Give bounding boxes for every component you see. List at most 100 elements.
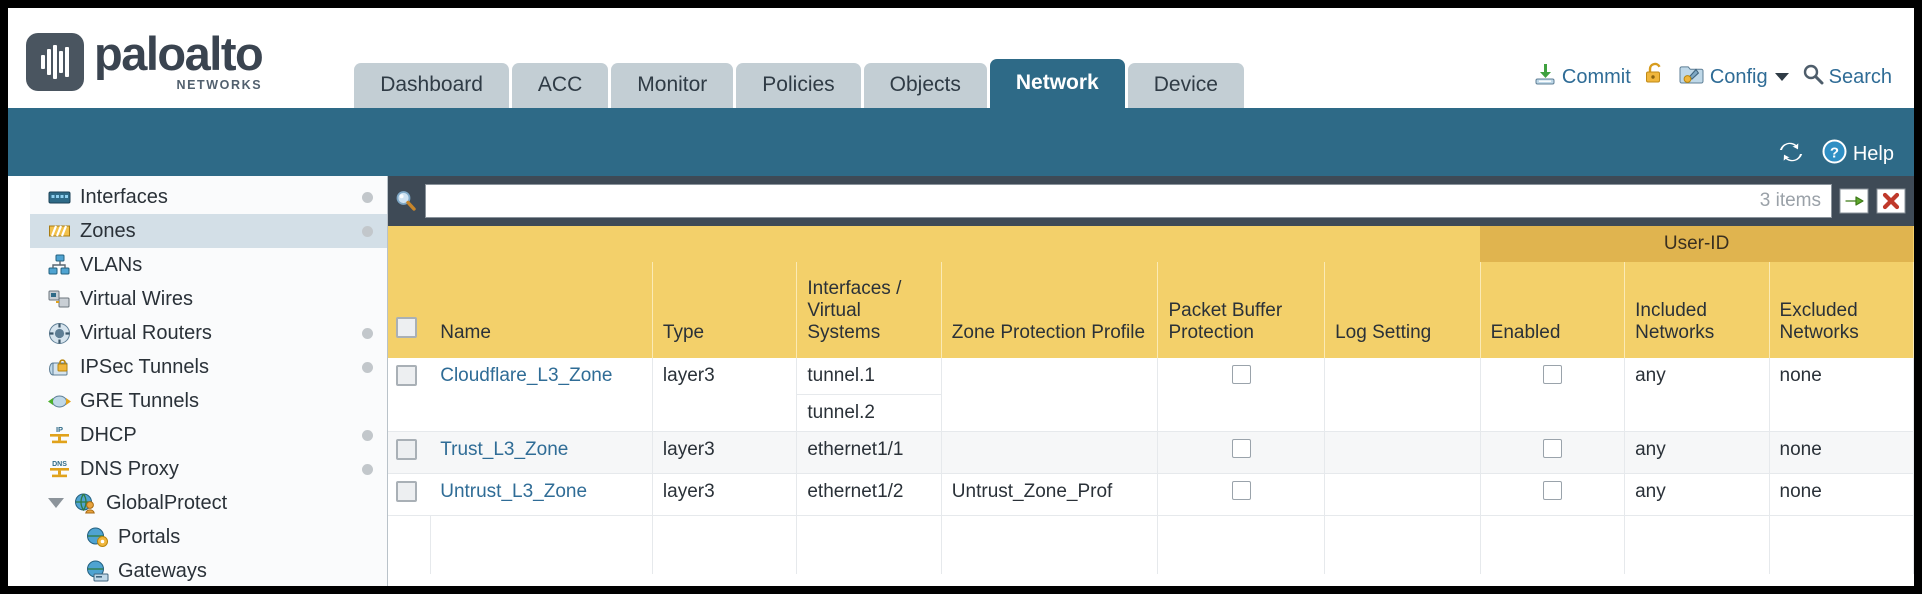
sidebar-item-status-dot [362,225,373,237]
filter-bar: 3 items [388,176,1914,226]
search-label: Search [1828,65,1892,88]
sidebar-item-status-dot [362,429,373,441]
search-magnifier-icon [1802,63,1824,91]
sidebar-item-label: GRE Tunnels [80,389,199,412]
commit-save-icon [1533,62,1557,92]
cell-interfaces: ethernet1/2 [796,473,942,516]
userid-enabled-checkbox[interactable] [1542,365,1562,384]
sidebar-item-dns-proxy[interactable]: DNS DNS Proxy [30,452,387,486]
help-label: Help [1852,143,1894,165]
row-select-checkbox[interactable] [396,365,417,386]
tab-acc[interactable]: ACC [511,62,609,108]
cell-log-setting [1324,473,1481,516]
tree-expand-caret-icon[interactable] [48,498,64,508]
select-all-checkbox[interactable] [396,317,417,338]
column-header-name[interactable]: Name [430,262,653,358]
cell-zone-protection-profile [941,431,1159,474]
tab-policies[interactable]: Policies [736,62,861,108]
chevron-down-icon [1774,73,1789,81]
tab-network[interactable]: Network [989,58,1125,108]
row-select-checkbox[interactable] [396,439,417,460]
refresh-button[interactable] [1778,140,1804,170]
config-menu[interactable]: Config [1679,62,1789,92]
commit-button[interactable]: Commit [1533,62,1631,92]
table-empty-filler [388,515,1914,574]
help-button[interactable]: ? Help [1822,139,1894,170]
vlans-icon [48,254,71,277]
userid-enabled-checkbox[interactable] [1542,439,1562,458]
sidebar-item-label: Virtual Wires [80,287,193,310]
column-header-interfaces-virtual-systems[interactable]: Interfaces / Virtual Systems [796,262,942,358]
column-header-included-networks[interactable]: Included Networks [1624,262,1770,358]
zone-name-link[interactable]: Untrust_L3_Zone [440,481,588,502]
virtual-routers-icon [48,322,71,345]
cell-name: Untrust_L3_Zone [430,473,653,516]
row-select-cell [388,358,431,432]
select-all-header-cell [388,262,431,358]
sidebar-item-interfaces[interactable]: Interfaces [30,180,387,214]
sidebar-item-globalprotect[interactable]: GlobalProtect [30,486,387,520]
zone-name-link[interactable]: Trust_L3_Zone [440,439,569,460]
zones-icon [48,220,71,243]
sidebar-item-virtual-routers[interactable]: Virtual Routers [30,316,387,350]
userid-enabled-checkbox[interactable] [1542,481,1562,500]
sidebar-item-virtual-wires[interactable]: Virtual Wires [30,282,387,316]
row-select-cell [388,473,431,516]
search-magnifier-icon[interactable] [394,189,418,213]
sidebar-item-label: DNS Proxy [80,457,179,480]
packet-buffer-protection-checkbox[interactable] [1231,365,1251,384]
sidebar-item-gateways[interactable]: Gateways [30,554,387,586]
column-header-log-setting[interactable]: Log Setting [1324,262,1481,358]
filler-cell [1624,515,1770,574]
column-header-enabled[interactable]: Enabled [1480,262,1626,358]
filler-cell [941,515,1159,574]
sidebar-item-label: GlobalProtect [106,491,228,514]
cell-excluded-networks: none [1769,358,1914,432]
config-label: Config [1709,65,1768,88]
tab-monitor[interactable]: Monitor [611,62,734,108]
packet-buffer-protection-checkbox[interactable] [1231,481,1251,500]
padlock-button[interactable] [1644,62,1666,92]
tab-objects[interactable]: Objects [863,62,987,108]
sidebar-item-zones[interactable]: Zones [30,214,387,248]
filler-cell [1157,515,1326,574]
filter-input[interactable]: 3 items [425,184,1832,218]
column-header-zone-protection-profile[interactable]: Zone Protection Profile [941,262,1159,358]
column-header-type[interactable]: Type [652,262,798,358]
packet-buffer-protection-checkbox[interactable] [1231,439,1251,458]
apply-filter-button[interactable] [1839,186,1869,216]
gateways-icon [86,560,109,583]
dns-proxy-icon: DNS [48,458,71,481]
cell-log-setting [1324,431,1481,474]
sidebar-item-ipsec-tunnels[interactable]: IPSec Tunnels [30,350,387,384]
commit-label: Commit [1561,65,1631,88]
clear-filter-button[interactable] [1876,186,1906,216]
cell-excluded-networks: none [1769,431,1914,474]
sidebar-item-portals[interactable]: Portals [30,520,387,554]
cell-name: Trust_L3_Zone [430,431,653,474]
sidebar-item-vlans[interactable]: VLANs [30,248,387,282]
tab-dashboard[interactable]: Dashboard [354,62,509,108]
tab-device[interactable]: Device [1127,62,1244,108]
cell-type: layer3 [652,431,798,474]
refresh-icon [1778,140,1804,170]
column-header-excluded-networks[interactable]: Excluded Networks [1769,262,1914,358]
zone-name-link[interactable]: Cloudflare_L3_Zone [440,365,613,386]
interface-entry: ethernet1/1 [807,439,904,460]
column-header-packet-buffer-protection[interactable]: Packet Buffer Protection [1157,262,1326,358]
brand-logo[interactable]: paloalto NETWORKS [8,31,264,108]
sidebar-item-gre-tunnels[interactable]: GRE Tunnels [30,384,387,418]
search-button[interactable]: Search [1802,63,1892,91]
row-select-checkbox[interactable] [396,481,417,502]
